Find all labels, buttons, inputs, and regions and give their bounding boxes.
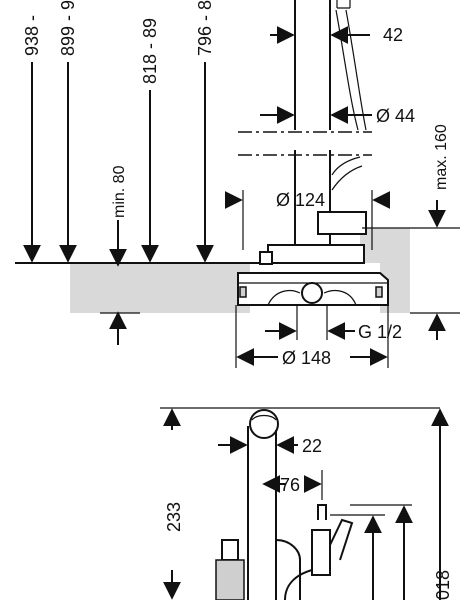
deck-slab [70,263,250,313]
height-233-label: 233 [164,502,184,532]
height-label-2: 899 - 9 [58,0,78,56]
spout-diameter-label: Ø 44 [376,106,415,126]
height-label-4: 796 - 87 [195,0,215,56]
width-76-label: 76 [280,475,300,495]
faucet-side-profile [215,409,354,600]
valve-body [237,211,389,306]
max-height-label: max. 160 [433,124,450,190]
height-dimension-lines [23,62,214,345]
height-label-3: 818 - 89 [140,18,160,84]
hose [331,0,367,191]
base-diameter-label: Ø 124 [276,190,325,210]
width-22-label: 22 [302,436,322,456]
height-label-1: 938 - [22,15,42,56]
bottom-view: 233 22 76 018 [160,407,453,600]
top-view: 938 - 899 - 9 818 - 89 796 - 87 min. 80 … [15,0,460,368]
min-height-label: min. 80 [111,165,128,218]
height-right-label: 018 [433,570,453,600]
spout-width-label: 42 [383,25,403,45]
connection-thread-label: G 1/2 [358,322,402,342]
flange-diameter-label: Ø 148 [282,348,331,368]
